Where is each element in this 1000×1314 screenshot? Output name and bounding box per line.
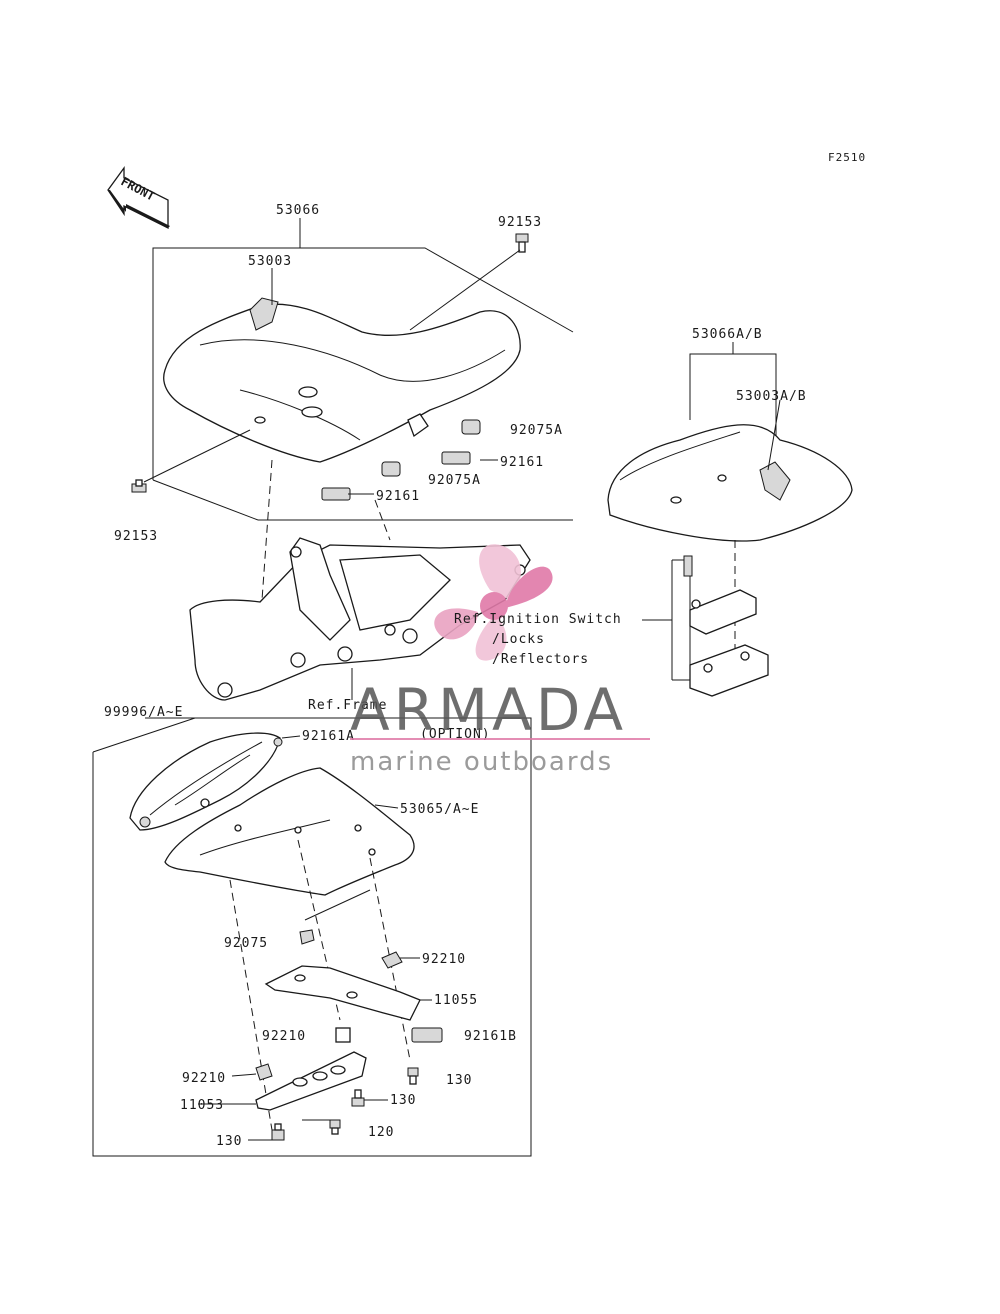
bolt-130-bottom xyxy=(271,1123,285,1141)
label-92161-right: 92161 xyxy=(500,455,544,470)
bolt-92153-top xyxy=(515,233,529,253)
part-labels: 53066 53003 92153 92153 92075A 92161 920… xyxy=(104,203,807,1149)
watermark-brand: ARMADA xyxy=(350,676,627,744)
nut-92075 xyxy=(299,929,315,945)
clip-92161-right xyxy=(441,451,471,465)
watermark-tagline: marine outboards xyxy=(350,747,613,777)
label-92075A-mid: 92075A xyxy=(428,473,481,488)
figure-code: F2510 xyxy=(828,151,866,164)
frame-reference xyxy=(189,459,531,701)
label-130-bottom: 130 xyxy=(216,1134,242,1149)
seat-cover-group xyxy=(607,342,853,697)
tab-92161B xyxy=(411,1027,443,1043)
label-ref-frame: Ref.Frame xyxy=(308,698,387,713)
label-11055: 11055 xyxy=(434,993,478,1008)
label-130-mid: 130 xyxy=(390,1093,416,1108)
label-92075: 92075 xyxy=(224,936,268,951)
label-92210-right: 92210 xyxy=(422,952,466,967)
label-92161B: 92161B xyxy=(464,1029,517,1044)
clip-92161-mid xyxy=(321,487,351,501)
option-kit-group xyxy=(92,717,532,1157)
front-arrow-icon: FRONT xyxy=(107,166,170,230)
label-53066AB: 53066A/B xyxy=(692,327,763,342)
label-53065: 53065/A~E xyxy=(400,802,479,817)
bolt-130-right xyxy=(407,1067,419,1085)
label-99996: 99996/A~E xyxy=(104,705,183,720)
label-ref-locks: /Locks xyxy=(492,632,545,647)
label-92161A: 92161A xyxy=(302,729,355,744)
label-92075A-right: 92075A xyxy=(510,423,563,438)
nut-92210-right xyxy=(381,951,403,969)
bolt-130-mid xyxy=(351,1089,365,1107)
label-ref-reflectors: /Reflectors xyxy=(492,652,589,667)
label-92210-left: 92210 xyxy=(182,1071,226,1086)
label-92153-top: 92153 xyxy=(498,215,542,230)
watermark: ARMADA marine outboards xyxy=(350,676,650,777)
label-ref-ignition-switch: Ref.Ignition Switch xyxy=(454,612,622,627)
label-53003AB: 53003A/B xyxy=(736,389,807,404)
label-120: 120 xyxy=(368,1125,394,1140)
label-92161-mid: 92161 xyxy=(376,489,420,504)
label-92210-mid: 92210 xyxy=(262,1029,306,1044)
main-seat-group xyxy=(131,218,574,521)
label-11053: 11053 xyxy=(180,1098,224,1113)
tab-92075A-right xyxy=(461,419,481,435)
nut-92210-left xyxy=(255,1063,273,1081)
watermark-emblem-icon xyxy=(434,544,553,661)
label-53003: 53003 xyxy=(248,254,292,269)
bolt-92153-left xyxy=(131,479,147,493)
label-92153-left: 92153 xyxy=(114,529,158,544)
bolt-120 xyxy=(329,1119,341,1135)
label-53066: 53066 xyxy=(276,203,320,218)
tab-92075A-mid xyxy=(381,461,401,477)
label-130-right: 130 xyxy=(446,1073,472,1088)
